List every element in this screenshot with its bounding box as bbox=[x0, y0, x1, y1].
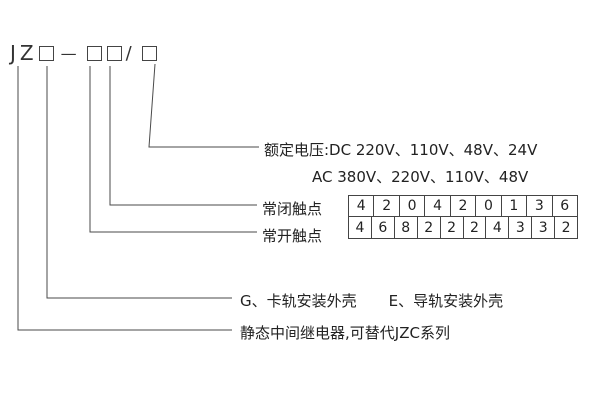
table-cell: 2 bbox=[451, 196, 477, 216]
table-cell: 2 bbox=[441, 217, 464, 238]
no-contact-label: 常开触点 bbox=[262, 227, 323, 245]
table-cell: 2 bbox=[561, 219, 571, 236]
leader-line-shell bbox=[46, 66, 232, 299]
table-cell: 3 bbox=[527, 196, 553, 216]
table-cell: 3 bbox=[532, 217, 556, 238]
model-box-voltage bbox=[141, 45, 157, 61]
table-cell: 3 bbox=[509, 217, 533, 238]
table-cell: 0 bbox=[400, 196, 426, 216]
shell-type-label: G、卡轨安装外壳 E、导轨安装外壳 bbox=[240, 290, 503, 311]
leader-line-no-contact bbox=[89, 66, 257, 233]
series-description-label: 静态中间继电器,可替代JZC系列 bbox=[240, 324, 450, 342]
model-code: JZ — / bbox=[10, 41, 157, 65]
table-cell: 4 bbox=[425, 196, 451, 216]
table-cell: 1 bbox=[502, 196, 528, 216]
leader-line-series bbox=[17, 66, 232, 331]
leader-line-voltage bbox=[148, 63, 259, 148]
table-cell: 0 bbox=[476, 196, 502, 216]
table-cell: 6 bbox=[560, 198, 570, 214]
shell-type-g: G、卡轨安装外壳 bbox=[240, 292, 357, 310]
model-dash: — bbox=[60, 43, 77, 63]
model-prefix: JZ bbox=[10, 41, 38, 65]
model-box-shell bbox=[38, 45, 54, 61]
rated-voltage-dc-label: 额定电压:DC 220V、110V、48V、24V bbox=[264, 141, 538, 159]
table-cell: 2 bbox=[464, 217, 487, 238]
table-cell: 2 bbox=[374, 196, 400, 216]
table-cell: 8 bbox=[395, 217, 418, 238]
model-slash: / bbox=[125, 42, 132, 64]
table-cell: 4 bbox=[349, 217, 372, 238]
nc-contact-label: 常闭触点 bbox=[262, 200, 323, 218]
rated-voltage-ac-label: AC 380V、220V、110V、48V bbox=[312, 168, 529, 186]
leader-line-nc-contact bbox=[109, 66, 257, 206]
table-cell: 2 bbox=[418, 217, 441, 238]
model-box-no-contacts bbox=[86, 45, 102, 61]
table-cell: 4 bbox=[486, 217, 510, 238]
table-cell: 6 bbox=[372, 217, 395, 238]
table-cell: 4 bbox=[349, 196, 375, 216]
model-box-nc-contacts bbox=[106, 45, 122, 61]
shell-type-e: E、导轨安装外壳 bbox=[388, 292, 504, 310]
